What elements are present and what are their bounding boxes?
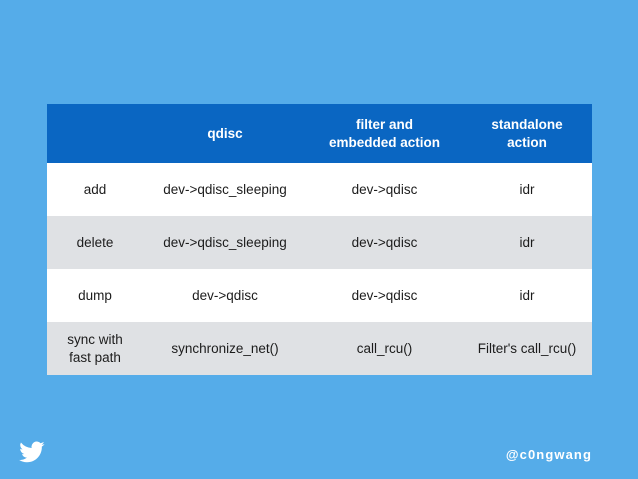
comparison-table-container: qdisc filter and embedded action standal… bbox=[47, 104, 592, 375]
twitter-bird-icon bbox=[19, 441, 45, 463]
table-header: qdisc filter and embedded action standal… bbox=[47, 104, 592, 163]
column-header-qdisc: qdisc bbox=[143, 104, 307, 163]
cell-standalone-action: idr bbox=[462, 216, 592, 269]
column-header-filter-and-embedded-action: filter and embedded action bbox=[307, 104, 462, 163]
cell-qdisc: dev->qdisc_sleeping bbox=[143, 216, 307, 269]
column-header-standalone-action: standalone action bbox=[462, 104, 592, 163]
column-header-operation bbox=[47, 104, 143, 163]
cell-qdisc: dev->qdisc bbox=[143, 269, 307, 322]
column-header-standalone-line2: action bbox=[507, 134, 547, 150]
column-header-filter-line1: filter and bbox=[355, 116, 413, 132]
table-row: delete dev->qdisc_sleeping dev->qdisc id… bbox=[47, 216, 592, 269]
cell-standalone-action: Filter's call_rcu() bbox=[462, 322, 592, 375]
table-body: add dev->qdisc_sleeping dev->qdisc idr d… bbox=[47, 163, 592, 375]
cell-qdisc: dev->qdisc_sleeping bbox=[143, 163, 307, 216]
twitter-handle: @c0ngwang bbox=[505, 447, 592, 462]
cell-operation: delete bbox=[47, 216, 143, 269]
table-row: sync with fast path synchronize_net() ca… bbox=[47, 322, 592, 375]
cell-operation: add bbox=[47, 163, 143, 216]
cell-filter-and-embedded-action: dev->qdisc bbox=[307, 163, 462, 216]
column-header-filter-line2: embedded action bbox=[328, 134, 441, 150]
cell-filter-and-embedded-action: dev->qdisc bbox=[307, 269, 462, 322]
cell-qdisc: synchronize_net() bbox=[143, 322, 307, 375]
cell-standalone-action: idr bbox=[462, 269, 592, 322]
cell-standalone-action: idr bbox=[462, 163, 592, 216]
comparison-table: qdisc filter and embedded action standal… bbox=[47, 104, 592, 375]
column-header-standalone-line1: standalone bbox=[491, 116, 563, 132]
cell-operation: sync with fast path bbox=[47, 322, 143, 375]
table-header-row: qdisc filter and embedded action standal… bbox=[47, 104, 592, 163]
cell-filter-and-embedded-action: dev->qdisc bbox=[307, 216, 462, 269]
cell-operation: dump bbox=[47, 269, 143, 322]
cell-operation-line1: sync with bbox=[67, 332, 123, 348]
table-row: add dev->qdisc_sleeping dev->qdisc idr bbox=[47, 163, 592, 216]
table-row: dump dev->qdisc dev->qdisc idr bbox=[47, 269, 592, 322]
cell-filter-and-embedded-action: call_rcu() bbox=[307, 322, 462, 375]
cell-operation-line2: fast path bbox=[69, 349, 121, 365]
